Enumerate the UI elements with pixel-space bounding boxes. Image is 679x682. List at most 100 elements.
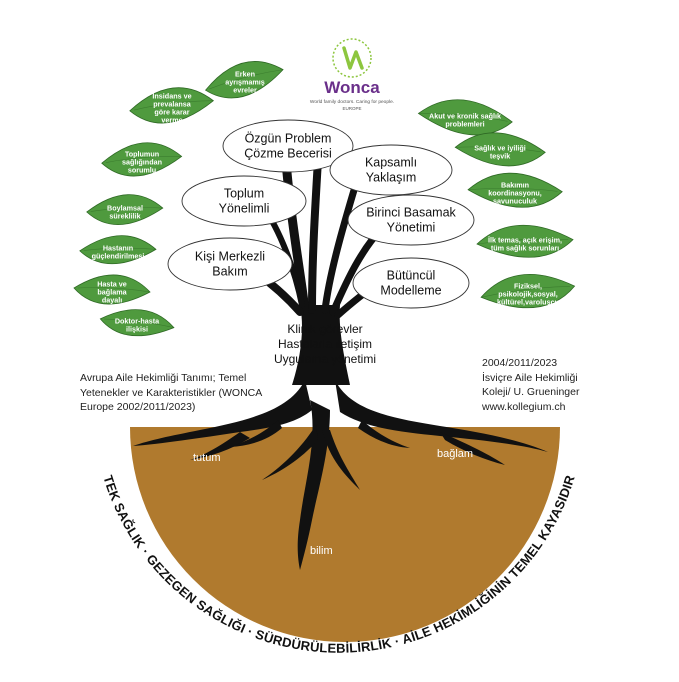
soil-half-disc — [130, 427, 560, 642]
competency-label-line: Kişi Merkezli — [195, 250, 265, 264]
competency-label-line: Bakım — [212, 265, 247, 279]
competency-ellipse — [181, 175, 307, 227]
leaf-label-line: Boylamsal — [107, 204, 143, 213]
leaf-label-line: sorumlu — [128, 166, 156, 175]
wonca-logo-tagline: World family doctors. Caring for people. — [310, 99, 394, 105]
leaf-shape — [467, 172, 563, 208]
leaf-label-line: ilişkisi — [126, 325, 148, 334]
competency-label-line: Modelleme — [380, 284, 441, 298]
competency-label-line: Toplum — [224, 187, 264, 201]
root-label-baglam: bağlam — [437, 448, 473, 460]
leaf-shape — [86, 194, 164, 225]
leaf-label-line: Erken — [235, 70, 255, 79]
left-info-line: Europe 2002/2011/2023) — [80, 401, 196, 413]
leaf-shape — [129, 87, 215, 124]
leaf-label-line: Hasta ve — [97, 280, 127, 289]
leaf-label-line: verme — [161, 116, 182, 125]
competency-label-line: Birinci Basamak — [366, 206, 456, 220]
trunk-text: Klinik görevler Hastalarla iletişim Uygu… — [255, 322, 395, 367]
wonca-logo: Wonca World family doctors. Caring for p… — [310, 38, 394, 111]
leaf-vein — [209, 69, 284, 90]
competency-ellipse — [222, 119, 354, 173]
root-label-tutum: tutum — [193, 452, 221, 464]
leaf-label-line: problemleri — [445, 120, 484, 129]
trunk-line: Uygulama yönetimi — [273, 352, 377, 366]
leaf-label-line: İlk temas, açık erişim, — [488, 236, 562, 245]
leaf-label-line: Akut ve kronik sağlık — [429, 112, 501, 121]
leaf-label-line: Doktor-hasta — [115, 317, 160, 326]
competency-ellipse — [167, 237, 293, 291]
leaf-shape — [79, 235, 157, 265]
leaf-shape — [454, 132, 546, 167]
competency-label-line: Özgün Problem — [245, 132, 332, 146]
left-info-line: Yetenekler ve Karakteristikler (WONCA — [80, 386, 263, 399]
leaf-label: İlk temas, açık erişim,tüm sağlık sorunl… — [488, 236, 562, 253]
wonca-logo-name: Wonca — [324, 78, 380, 97]
leaf-vein — [468, 187, 558, 192]
leaf-label-line: ayrışmamış — [225, 78, 265, 87]
leaf-label-line: göre karar — [154, 108, 189, 117]
leaf-label-line: güçlendirilmesi — [92, 252, 145, 261]
right-info-line: 2004/2011/2023 — [482, 357, 558, 369]
leaf-vein — [455, 146, 541, 153]
leaf-label-line: bağlama — [97, 288, 127, 297]
tree-roots — [133, 380, 548, 570]
competency-ellipse — [329, 144, 453, 196]
leaf-shape — [204, 61, 284, 99]
leaf-label-line: süreklilik — [109, 212, 140, 221]
leaf-label-line: Bakımın — [501, 181, 529, 190]
leaf-right-4: İlk temas, açık erişim,tüm sağlık sorunl… — [476, 224, 574, 258]
leaf-label-line: savunuculuk — [493, 197, 537, 206]
leaf-shape — [476, 224, 574, 258]
leaf-vein — [104, 318, 174, 328]
left-info-text: Avrupa Aile Hekimliği Tanımı; Temel Yete… — [80, 371, 280, 415]
leaf-label-line: dayalı — [102, 296, 122, 305]
leaf-right-5: Fiziksel,psikolojik,sosyal,kültürel,varo… — [480, 274, 576, 309]
tree-trunk — [292, 305, 350, 385]
leaf-label-line: evreler — [233, 86, 257, 95]
leaf-label-line: psikolojik,sosyal, — [498, 290, 558, 299]
competency-ellipse — [352, 257, 470, 309]
competency-label-line: Yönelimli — [219, 202, 270, 216]
right-info-line: Koleji/ U. Grueninger — [482, 386, 580, 398]
competency-ellipse — [347, 194, 475, 246]
leaf-label-line: sağlığından — [122, 158, 162, 167]
leaf-label: Fiziksel,psikolojik,sosyal,kültürel,varo… — [497, 282, 559, 307]
leaf-vein — [90, 207, 163, 212]
leaf-shape — [73, 274, 151, 305]
leaf-shape — [101, 142, 183, 177]
leaf-label-line: Toplumun — [125, 150, 159, 159]
leaf-shape — [480, 274, 576, 309]
right-info-line: www.kollegium.ch — [482, 400, 566, 413]
trunk-line: Hastalarla iletişim — [277, 337, 373, 351]
leaf-label-line: prevalansa — [153, 100, 192, 109]
